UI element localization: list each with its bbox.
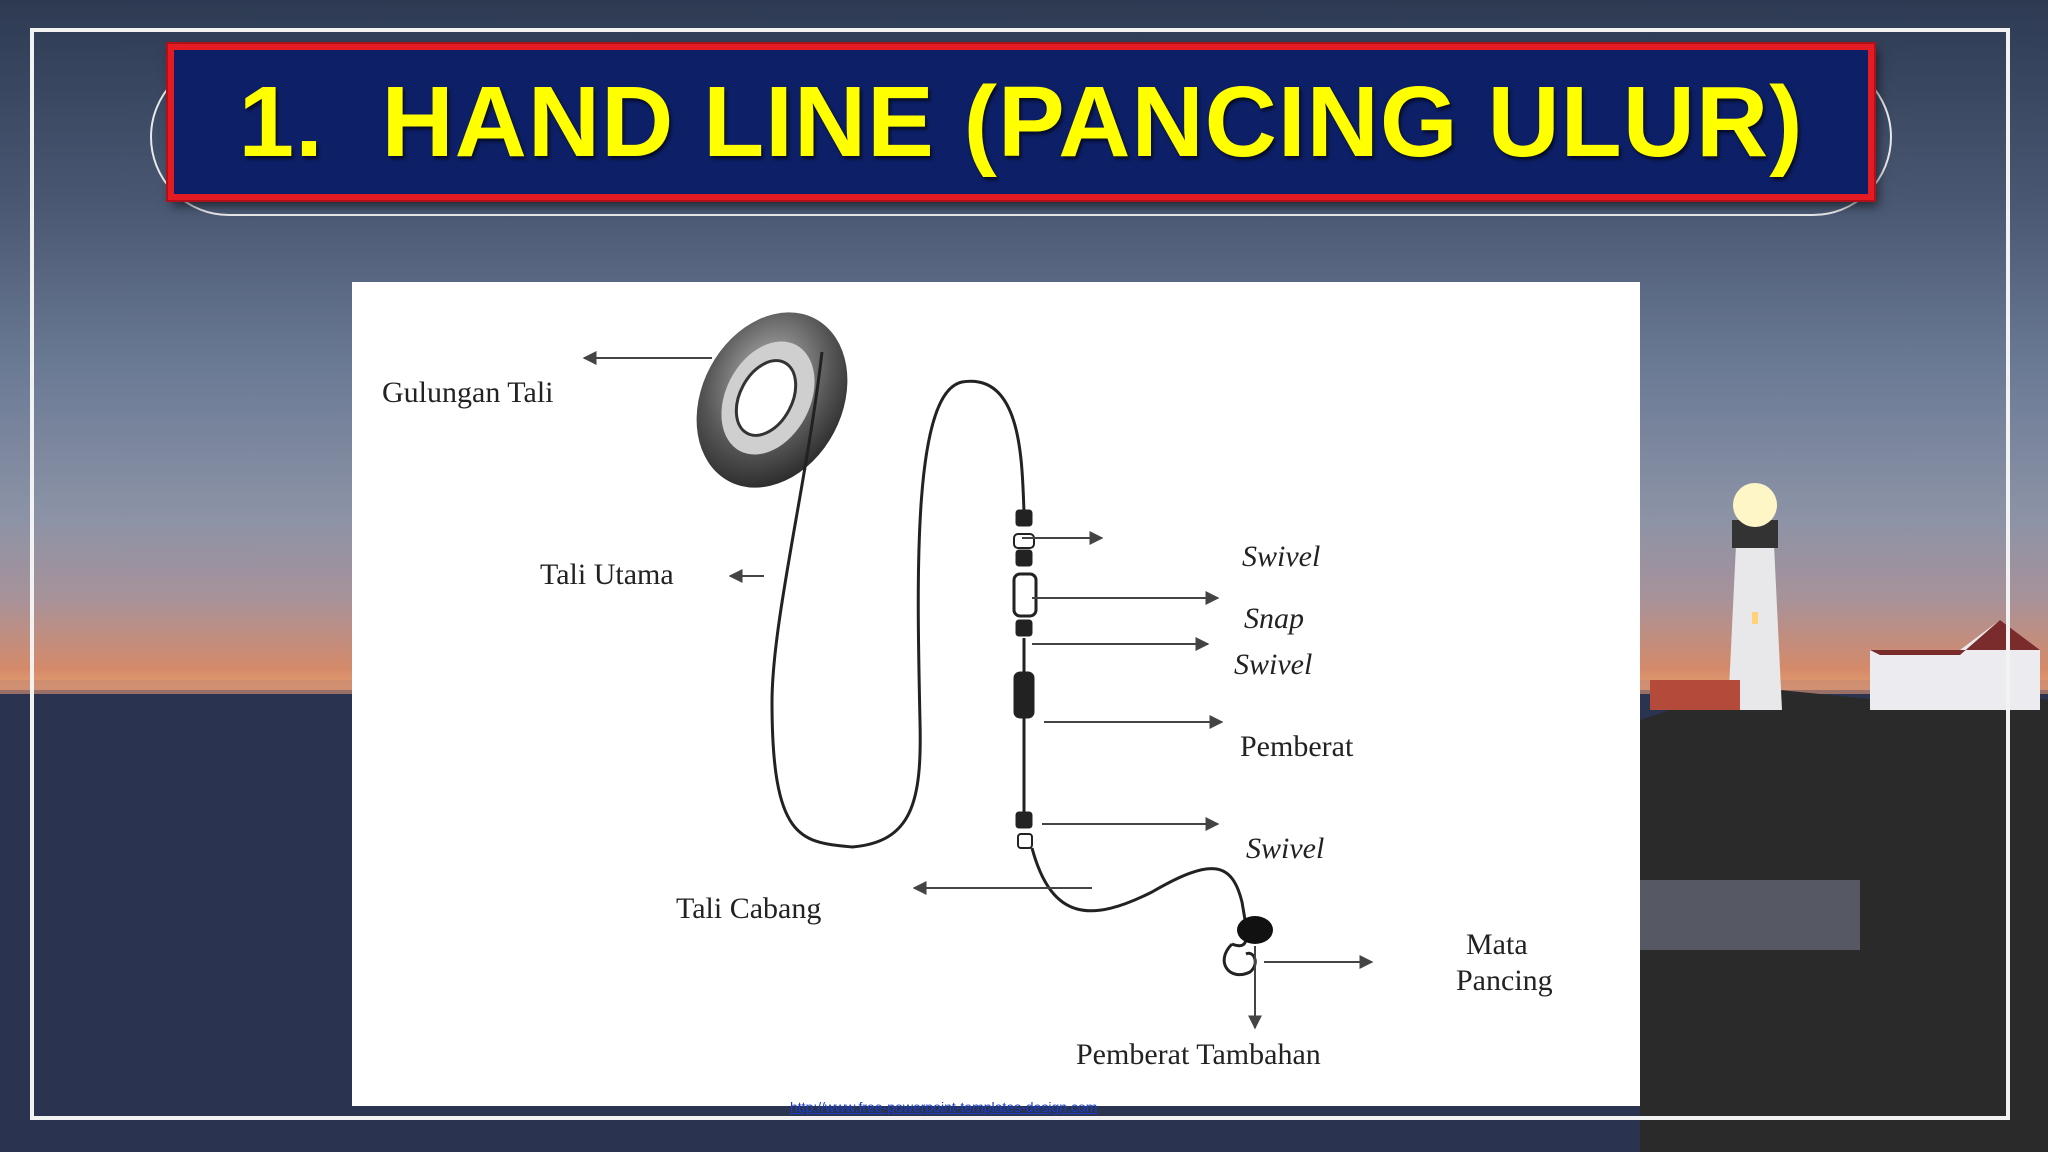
label-tali-utama: Tali Utama: [540, 558, 674, 591]
label-gulungan-tali: Gulungan Tali: [382, 376, 554, 409]
water-reflection: [1640, 880, 1860, 950]
line-reel-icon: [696, 312, 848, 488]
label-pemberat: Pemberat: [1240, 730, 1354, 763]
label-swivel-top: Swivel: [1242, 540, 1321, 573]
sinker-ball-icon: [1237, 916, 1273, 944]
title-banner: 1. HAND LINE (PANCING ULUR): [168, 44, 1874, 200]
main-line: [770, 351, 1026, 849]
hook-icon: [1222, 942, 1257, 977]
lighthouse-icon: [1728, 483, 1782, 710]
label-tali-cabang: Tali Cabang: [676, 892, 822, 925]
label-mata: Mata: [1466, 928, 1528, 961]
source-link[interactable]: http://www.free-powerpoint-templates-des…: [790, 1099, 1098, 1115]
label-swivel-bottom: Swivel: [1246, 832, 1325, 865]
label-arrows: [582, 351, 1374, 1030]
branch-line: [1030, 847, 1248, 948]
house-icon: [1650, 620, 2040, 710]
label-pemberat-tambahan: Pemberat Tambahan: [1076, 1038, 1321, 1071]
slide-frame: [30, 28, 2010, 1120]
diagram-drawing: [582, 312, 1374, 1030]
slide-title: 1. HAND LINE (PANCING ULUR): [238, 65, 1804, 178]
label-pancing: Pancing: [1456, 964, 1553, 997]
swivel-snap-assembly: [1012, 509, 1038, 849]
label-snap: Snap: [1244, 602, 1304, 635]
hand-line-diagram: Gulungan Tali Tali Utama Swivel Snap Swi…: [352, 282, 1640, 1106]
label-swivel-middle: Swivel: [1234, 648, 1313, 681]
